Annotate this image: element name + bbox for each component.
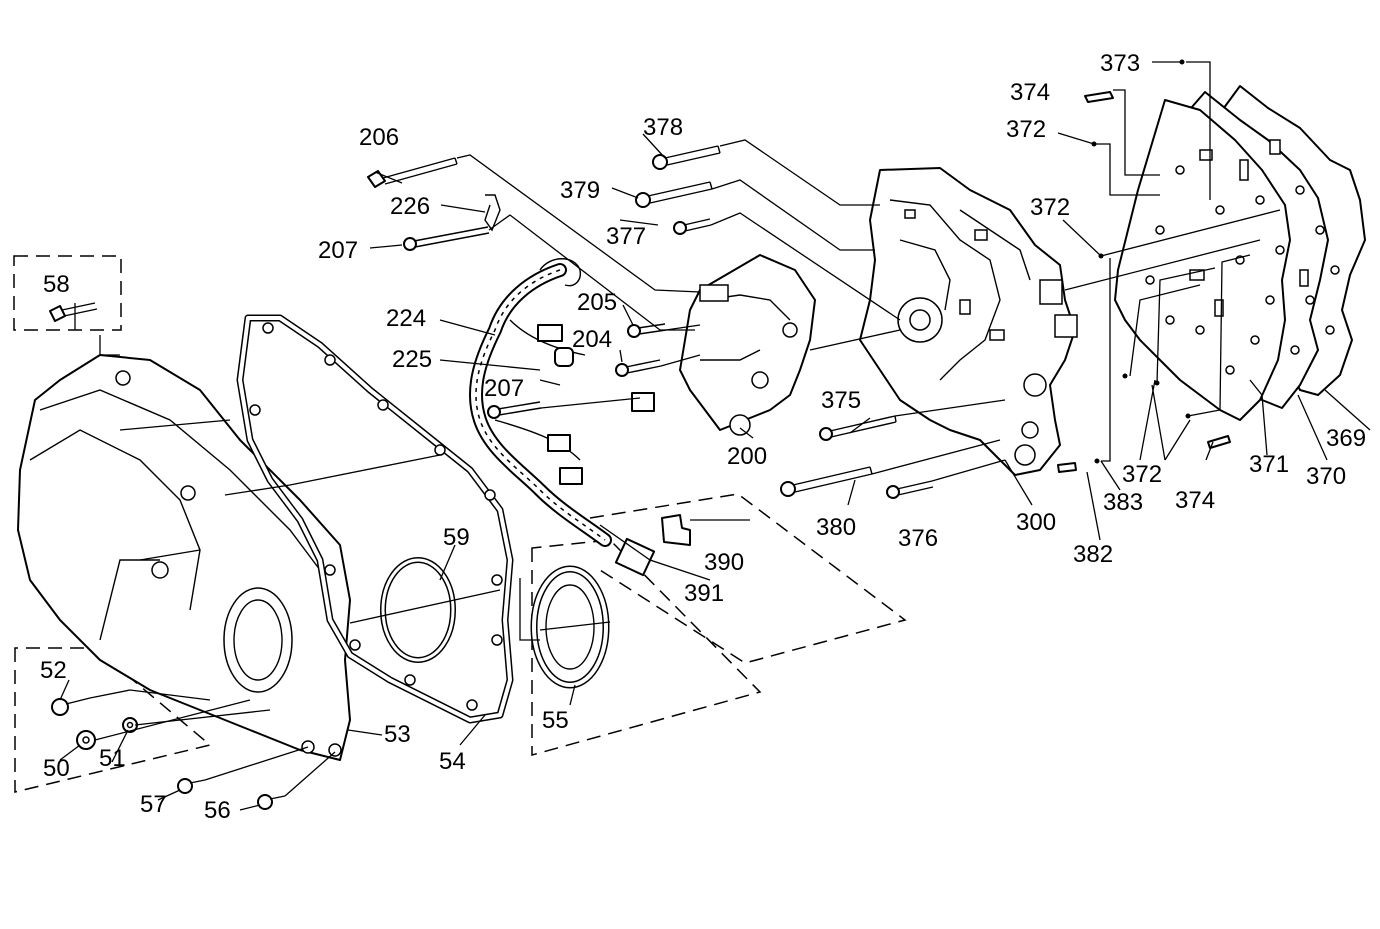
solenoid-body [679,254,816,431]
bolt-207-mid [487,401,542,419]
callout-373: 373 [1100,50,1140,77]
callout-374-top: 374 [1010,79,1050,106]
callout-369: 369 [1326,425,1366,452]
connector-c [631,392,655,412]
connector-a [537,324,563,342]
callout-372-top: 372 [1006,116,1046,143]
bolt-380 [780,466,873,497]
bolt-58 [49,302,98,322]
bolt-207-top [403,226,490,251]
callout-376: 376 [898,525,938,552]
callout-225: 225 [392,346,432,373]
valve-body-outline [859,167,1076,476]
bolt-377 [673,218,712,235]
fasteners [49,59,1231,810]
callout-52: 52 [40,657,67,684]
clip-390 [661,514,691,546]
seals [380,557,610,689]
group-box-55 [531,539,762,756]
callout-300: 300 [1016,509,1056,536]
callout-205: 205 [577,289,617,316]
callout-379: 379 [560,177,600,204]
cover-gasket-54 [236,314,514,724]
callout-59: 59 [443,524,470,551]
leader-lines [59,61,1371,811]
callout-371: 371 [1249,451,1289,478]
bolt-57 [177,778,206,794]
callout-377: 377 [606,223,646,250]
wiring-harness-224 [468,258,656,577]
callout-206: 206 [359,124,399,151]
bolt-205 [627,323,667,338]
callout-53: 53 [384,721,411,748]
clip-226 [484,194,501,232]
bolt-378 [652,145,721,170]
callout-224: 224 [386,305,426,332]
callout-380: 380 [816,514,856,541]
pin-374-bottom [1207,435,1231,449]
callout-391: 391 [684,580,724,607]
plate-holes [1145,139,1340,375]
callout-372-bottom: 372 [1122,461,1162,488]
callout-labels: 373 374 372 372 372 374 371 370 369 383 … [40,50,1366,824]
callout-378: 378 [643,114,683,141]
harness-top-loop [539,258,582,287]
callout-204: 204 [572,326,612,353]
connector-b [554,347,574,367]
group-box-50-52 [14,647,212,793]
bolt-206 [367,157,458,188]
callout-56: 56 [204,797,231,824]
callout-374-bottom: 374 [1175,487,1215,514]
bolt-56 [257,794,286,810]
cover-bore [223,587,293,693]
sensor-391 [614,537,656,577]
callout-372-mid: 372 [1030,194,1070,221]
bolt-52 [51,697,91,716]
case-cover-outline [17,354,351,761]
pin-374-top [1084,91,1114,103]
callout-200: 200 [727,443,767,470]
valve-plates-369-371 [1114,85,1366,421]
bolt-375 [819,415,897,441]
callout-55: 55 [542,707,569,734]
callout-382: 382 [1073,541,1113,568]
pin-382 [1057,462,1077,473]
nut-50 [76,730,96,750]
callout-370: 370 [1306,463,1346,490]
callout-50: 50 [43,755,70,782]
callout-375: 375 [821,387,861,414]
control-solenoid-200 [679,254,816,436]
bolt-376 [886,480,934,499]
bolt-204 [615,359,662,377]
callout-383: 383 [1103,489,1143,516]
callout-51: 51 [99,745,126,772]
connector-e [559,467,583,485]
dashed-group-boxes [13,255,907,793]
callout-54: 54 [439,748,466,775]
callout-207-mid: 207 [484,375,524,402]
case-cover-53 [17,354,351,761]
group-box-58 [13,255,122,331]
group-box-390-391 [589,493,907,664]
connector-d [547,434,571,452]
callout-390: 390 [704,549,744,576]
valve-body-300 [859,167,1078,476]
bolt-379 [635,181,713,208]
callout-207-top: 207 [318,237,358,264]
callout-57: 57 [140,791,167,818]
callout-58: 58 [43,271,70,298]
callout-226: 226 [390,193,430,220]
